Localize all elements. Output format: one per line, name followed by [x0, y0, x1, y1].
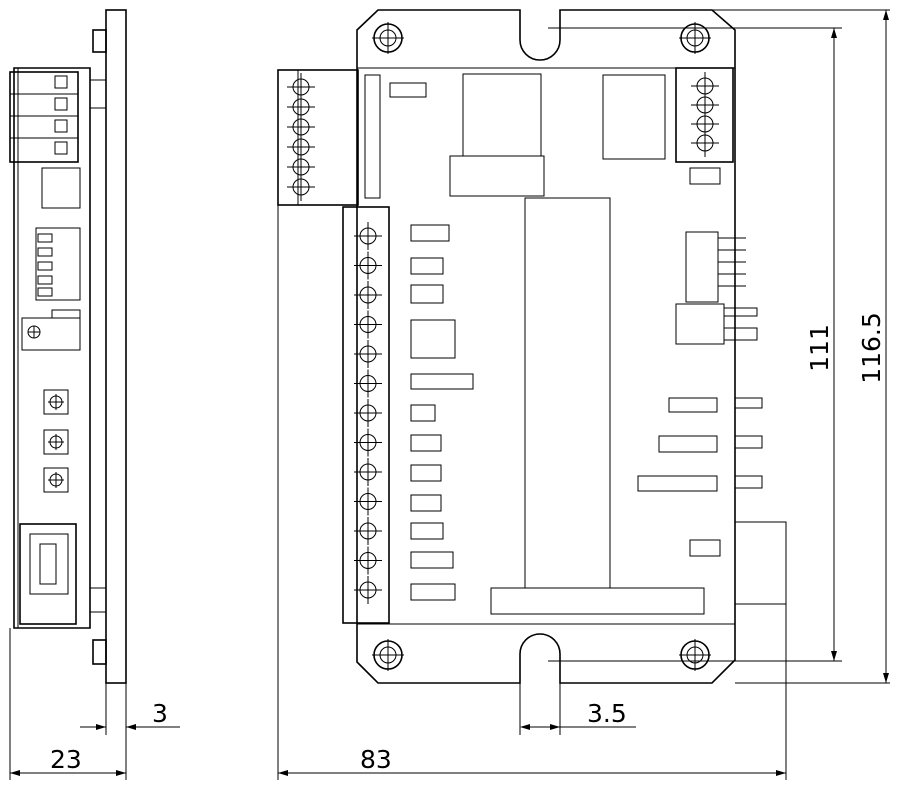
- front-dimensions: 83 3.5 111 116.5: [277, 9, 890, 780]
- terminal-screw-icon: [287, 173, 315, 201]
- dim-side-depth: 23: [50, 745, 82, 774]
- side-pot-1: [43, 389, 69, 415]
- front-board-outline: [356, 9, 736, 684]
- resistor: [410, 373, 474, 390]
- resistor: [410, 284, 444, 304]
- dim-hole-pitch: 111: [805, 324, 834, 372]
- side-pot-2: [43, 429, 69, 455]
- capacitor: [410, 583, 456, 601]
- mounting-hole-tl: [372, 22, 404, 54]
- side-screw-bottom: [92, 639, 107, 665]
- dim-plate-thickness: 3: [152, 699, 168, 728]
- smd-right: [689, 539, 721, 557]
- dim-width: 83: [360, 745, 392, 774]
- mounting-hole-br: [679, 639, 711, 671]
- terminal-screw-icon: [354, 251, 382, 280]
- ic-right: [602, 74, 666, 160]
- terminal-screw-icon: [354, 576, 382, 604]
- front-view: [277, 9, 787, 684]
- side-standoff-bottom: [89, 587, 107, 613]
- side-usb-connector: [19, 523, 77, 625]
- long-connector: [524, 197, 611, 589]
- terminal-screw-icon: [354, 399, 382, 427]
- regulator-right: [675, 303, 725, 345]
- usb-protrusion: [735, 521, 787, 605]
- mounting-hole-bl: [372, 639, 404, 671]
- pin-header-right: [685, 231, 719, 303]
- terminal-screw-icon: [691, 129, 719, 157]
- ic-upper: [462, 73, 542, 157]
- terminal-screw-icon: [354, 487, 382, 516]
- terminal-screw-icon: [354, 222, 382, 250]
- resistor: [658, 435, 718, 453]
- side-chip: [41, 167, 81, 209]
- terminal-screw-icon: [354, 281, 382, 309]
- resistor: [668, 397, 718, 413]
- terminal-block-signal: [675, 67, 734, 163]
- side-screw-top: [92, 29, 107, 53]
- side-regulator: [21, 317, 81, 351]
- terminal-screw-icon: [354, 546, 382, 575]
- dim-overall-height: 116.5: [857, 312, 886, 384]
- mounting-hole-tr: [679, 22, 711, 54]
- side-pot-3: [43, 467, 69, 493]
- terminal-screw-icon: [354, 310, 382, 339]
- terminal-screw-icon: [354, 517, 382, 545]
- ic-square: [410, 319, 456, 359]
- side-terminal-block: [9, 71, 79, 163]
- side-dimensions: 3 23: [9, 628, 180, 780]
- resistor: [410, 224, 450, 242]
- resistor: [410, 257, 444, 275]
- terminal-screw-icon: [354, 458, 382, 486]
- terminal-screw-icon: [354, 369, 382, 398]
- capacitor: [410, 464, 442, 482]
- capacitor: [410, 434, 442, 452]
- terminal-block-power: [277, 69, 359, 206]
- side-standoff-top: [89, 79, 107, 109]
- terminal-screw-icon: [354, 340, 382, 368]
- side-view: [9, 9, 127, 684]
- dim-slot-width: 3.5: [587, 699, 627, 728]
- ic-lower: [449, 155, 545, 197]
- capacitor: [410, 404, 436, 422]
- capacitor: [410, 522, 444, 540]
- smd-right: [689, 167, 721, 185]
- terminal-screw-icon: [354, 428, 382, 457]
- resistor: [637, 475, 718, 492]
- capacitor: [410, 494, 442, 512]
- side-pin-header: [35, 227, 81, 301]
- capacitor: [410, 551, 454, 569]
- terminal-block-io: [342, 206, 390, 624]
- bottom-connector: [490, 587, 705, 615]
- side-board-body: [13, 67, 91, 629]
- side-mounting-plate: [105, 9, 127, 684]
- smd-part: [389, 82, 427, 98]
- pin-strip: [364, 74, 381, 199]
